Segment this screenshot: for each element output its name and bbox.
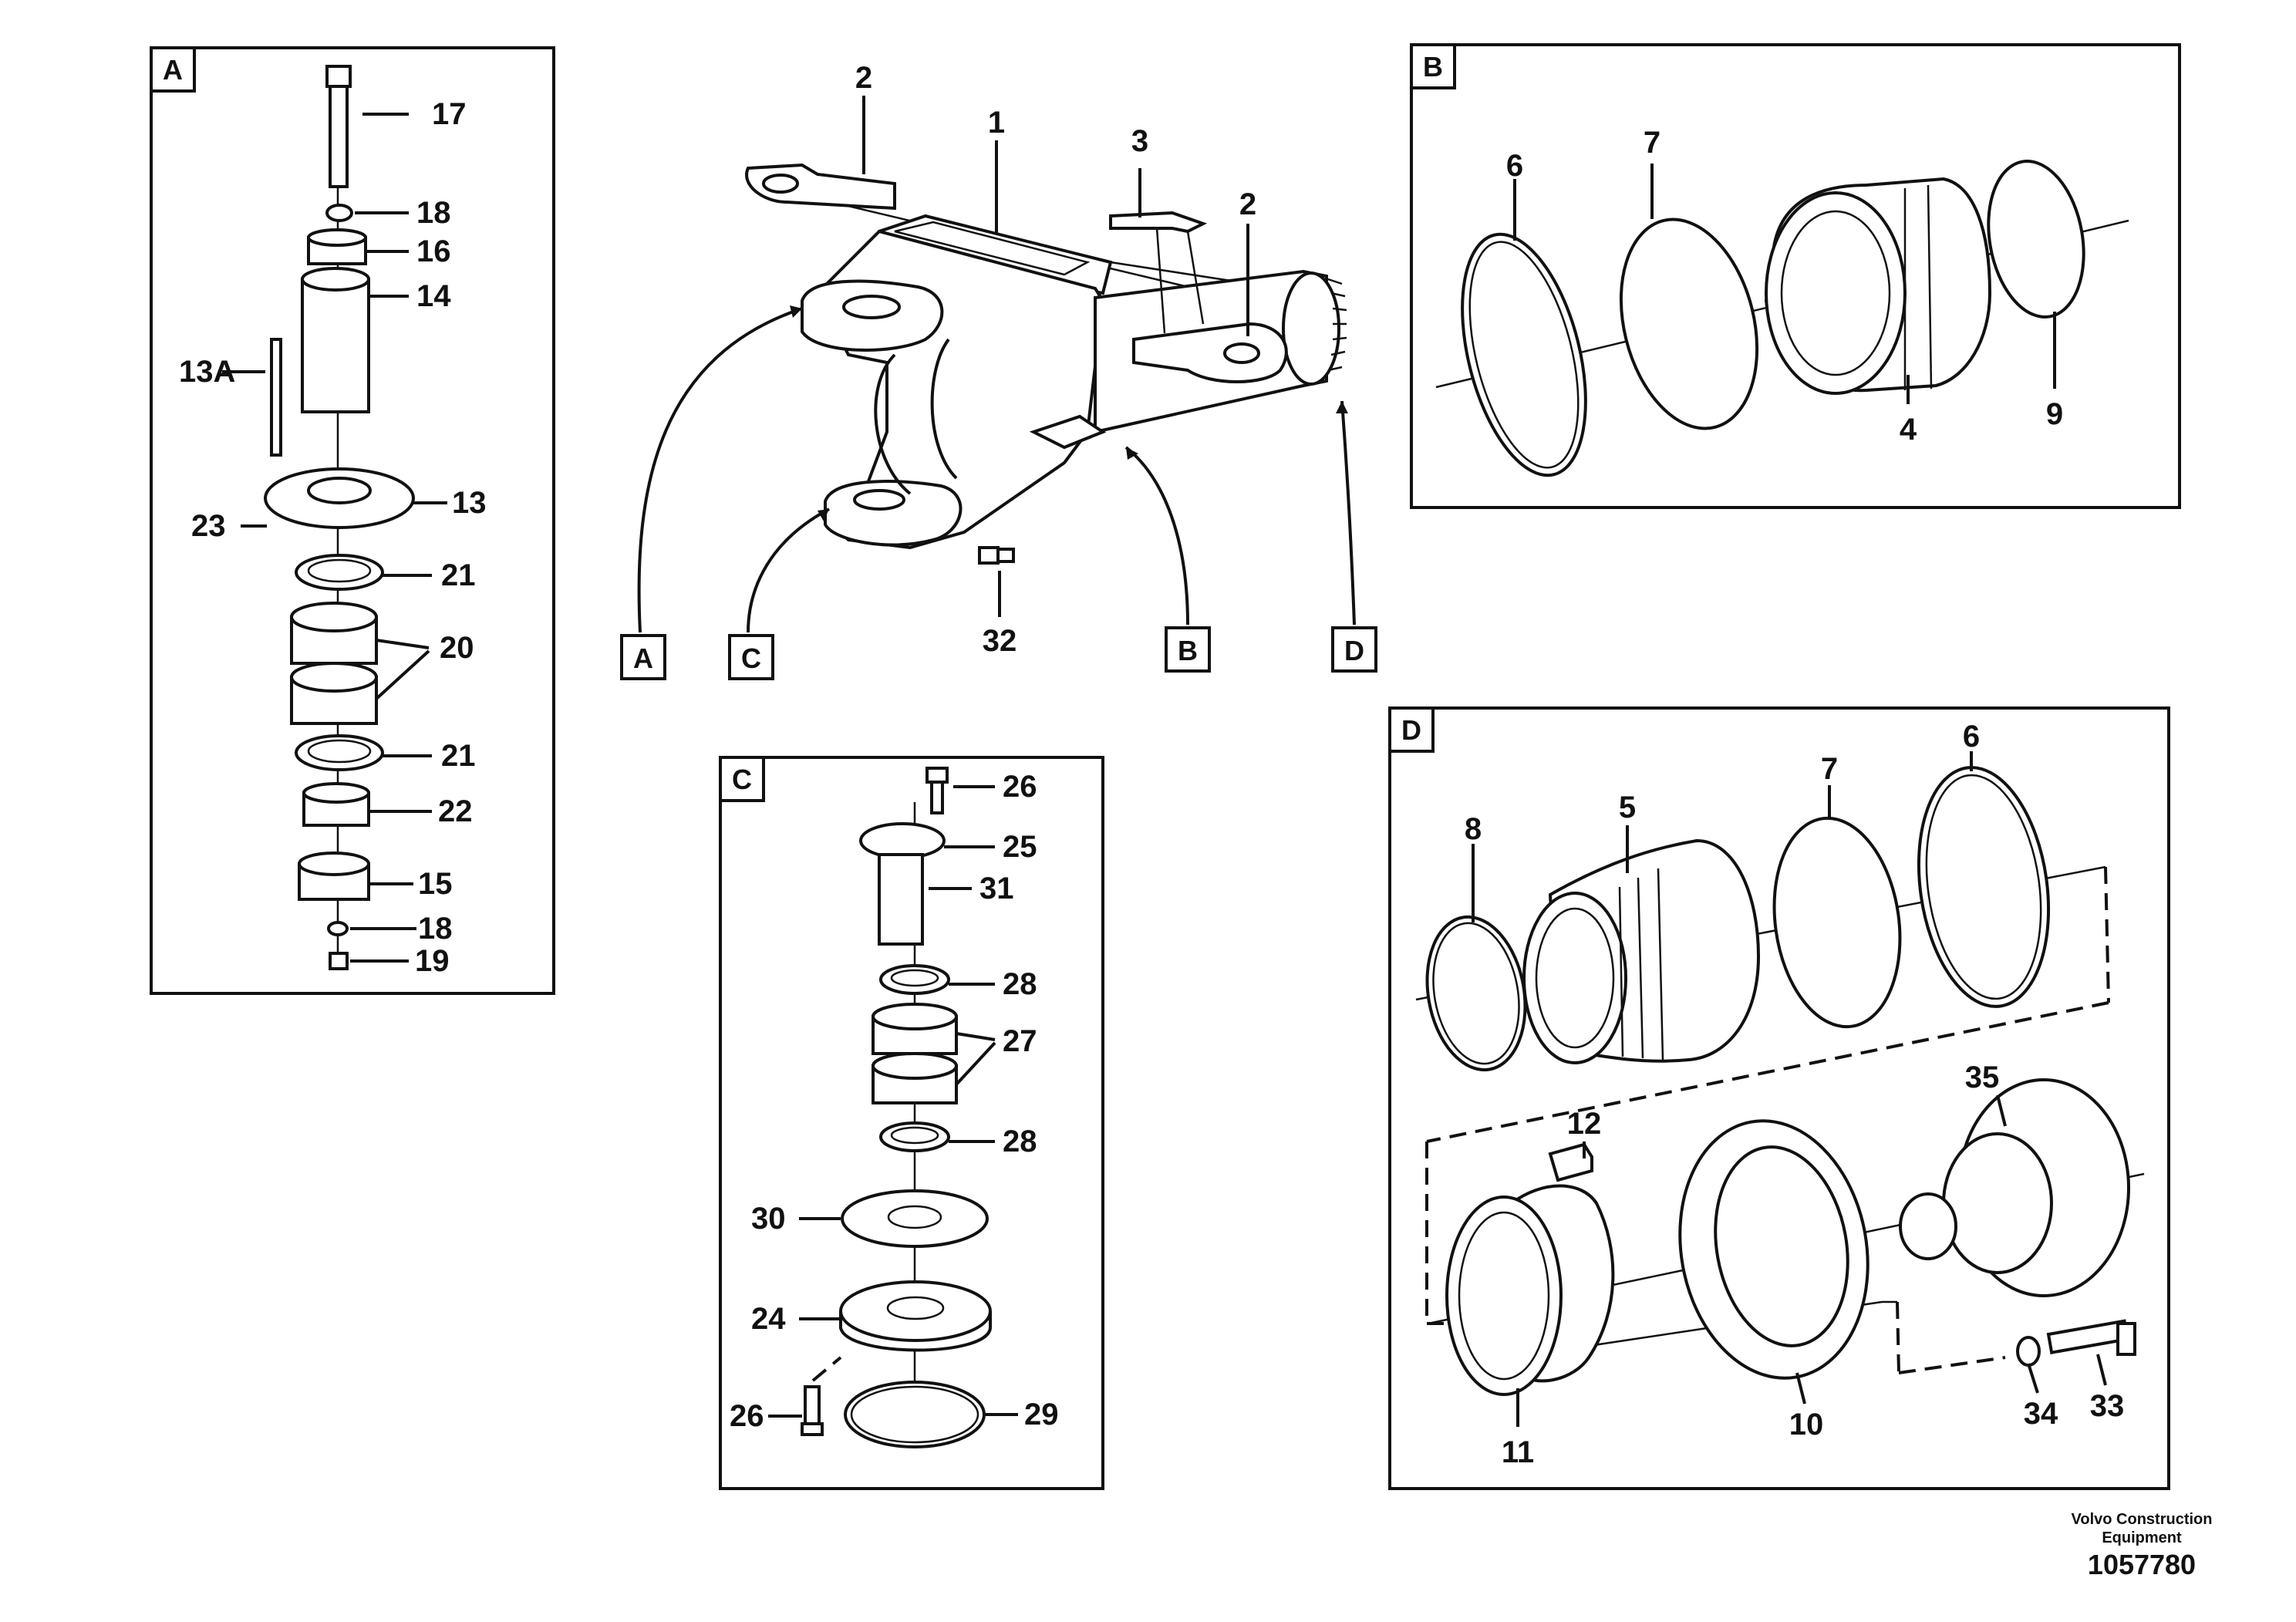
label-b-6: 6 bbox=[1506, 149, 1523, 183]
label-main-2-left: 2 bbox=[855, 61, 872, 95]
detail-frame-c: C bbox=[719, 756, 1104, 1490]
callout-box-b: B bbox=[1165, 626, 1211, 673]
detail-frame-d: D bbox=[1388, 706, 2170, 1490]
label-c-29: 29 bbox=[1024, 1398, 1059, 1431]
label-b-7: 7 bbox=[1644, 126, 1660, 160]
drawing-number: 1057780 bbox=[2087, 1549, 2197, 1580]
frame-b-letter: B bbox=[1423, 51, 1443, 83]
label-a-23: 23 bbox=[191, 509, 226, 543]
label-c-30: 30 bbox=[751, 1202, 786, 1236]
label-a-14: 14 bbox=[416, 279, 451, 313]
label-c-26-lower: 26 bbox=[730, 1399, 764, 1433]
label-d-12: 12 bbox=[1567, 1107, 1602, 1141]
label-a-21-lower: 21 bbox=[441, 739, 476, 773]
label-d-6: 6 bbox=[1963, 720, 1980, 754]
callout-box-d: D bbox=[1331, 626, 1377, 673]
company-name-line1: Volvo Construction bbox=[2071, 1511, 2213, 1528]
label-c-31: 31 bbox=[979, 872, 1014, 905]
label-b-4: 4 bbox=[1900, 413, 1917, 447]
label-a-19: 19 bbox=[415, 944, 450, 978]
footer-block: Volvo Construction Equipment 1057780 bbox=[2041, 1510, 2242, 1583]
label-main-2-right: 2 bbox=[1239, 187, 1256, 221]
label-d-7: 7 bbox=[1821, 752, 1838, 786]
label-d-34: 34 bbox=[2024, 1397, 2058, 1431]
label-c-24: 24 bbox=[751, 1302, 786, 1336]
label-d-8: 8 bbox=[1465, 812, 1482, 846]
callout-c-letter: C bbox=[741, 642, 761, 674]
axle-housing-assembly bbox=[637, 163, 1356, 633]
company-name-line2: Equipment bbox=[2102, 1529, 2182, 1546]
label-c-28: 28 bbox=[1003, 967, 1037, 1001]
label-a-15: 15 bbox=[418, 867, 453, 901]
label-main-32: 32 bbox=[983, 624, 1017, 658]
label-a-20: 20 bbox=[440, 631, 474, 665]
label-a-13: 13 bbox=[452, 486, 487, 520]
label-main-1: 1 bbox=[988, 106, 1005, 140]
label-a-18-lower: 18 bbox=[418, 912, 453, 946]
label-d-33: 33 bbox=[2090, 1389, 2125, 1423]
label-d-11: 11 bbox=[1502, 1435, 1534, 1469]
label-a-22: 22 bbox=[438, 794, 473, 828]
label-c-25: 25 bbox=[1003, 830, 1037, 864]
label-a-18: 18 bbox=[416, 196, 451, 230]
label-c-26-top: 26 bbox=[1003, 770, 1037, 804]
detail-frame-a: A bbox=[150, 46, 555, 995]
callout-box-a: A bbox=[620, 634, 666, 680]
callout-b-letter: B bbox=[1178, 635, 1198, 666]
label-c-28-lower: 28 bbox=[1003, 1125, 1037, 1158]
label-b-9: 9 bbox=[2046, 397, 2063, 431]
detail-frame-b: B bbox=[1410, 43, 2181, 509]
frame-a-letter: A bbox=[163, 54, 183, 86]
label-c-27: 27 bbox=[1003, 1024, 1037, 1058]
callout-a-letter: A bbox=[633, 642, 653, 674]
callout-d-letter: D bbox=[1344, 635, 1364, 666]
label-d-35: 35 bbox=[1965, 1061, 2000, 1094]
label-a-16: 16 bbox=[416, 234, 451, 268]
label-a-21: 21 bbox=[441, 558, 476, 592]
label-d-10: 10 bbox=[1789, 1408, 1824, 1442]
label-a-13a: 13A bbox=[179, 355, 235, 389]
label-d-5: 5 bbox=[1619, 791, 1636, 824]
frame-c-letter: C bbox=[732, 764, 752, 795]
label-main-3: 3 bbox=[1131, 124, 1148, 158]
frame-d-letter: D bbox=[1401, 714, 1421, 746]
callout-box-c: C bbox=[728, 634, 774, 680]
label-a-17: 17 bbox=[432, 97, 467, 131]
